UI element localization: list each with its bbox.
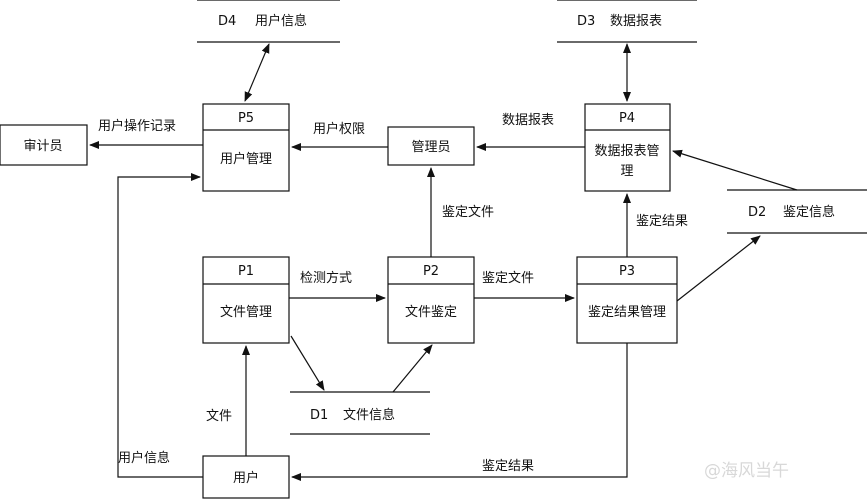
flow-d4-p5 [244, 43, 270, 102]
store-d3: D3 数据报表 [557, 0, 697, 43]
flow-label-identify-file-up: 鉴定文件 [442, 205, 494, 220]
store-d4-id: D4 [218, 14, 236, 29]
entity-admin: 管理员 [387, 126, 475, 166]
process-p4: P4 数据报表管 理 [584, 103, 671, 192]
process-p5: P5 用户管理 [202, 103, 290, 192]
store-d1: D1 文件信息 [290, 391, 430, 435]
store-d2: D2 鉴定信息 [727, 189, 867, 234]
flow-d1-p2 [392, 344, 433, 393]
flow-d2-p4 [672, 149, 798, 191]
process-p1-name: 文件管理 [220, 305, 272, 320]
process-p2-name: 文件鉴定 [405, 305, 457, 320]
process-p3-name: 鉴定结果管理 [588, 305, 666, 320]
store-d2-id: D2 [748, 205, 766, 220]
flow-label-identify-result-bottom: 鉴定结果 [482, 459, 534, 474]
store-d3-name: 数据报表 [610, 14, 662, 29]
flow-label-file: 文件 [206, 409, 232, 424]
flow-label-identify-result-up: 鉴定结果 [636, 214, 688, 229]
process-p3-id: P3 [619, 264, 635, 279]
process-p1: P1 文件管理 [202, 256, 290, 344]
store-d1-name: 文件信息 [343, 407, 395, 423]
process-p2: P2 文件鉴定 [387, 256, 475, 344]
flow-label-operation-log: 用户操作记录 [98, 118, 176, 134]
entity-auditor: 审计员 [0, 124, 88, 166]
watermark-text: @海风当午 [704, 461, 789, 481]
flow-p3-user [291, 343, 628, 481]
process-p4-name-line2: 理 [620, 164, 633, 179]
store-d3-id: D3 [577, 14, 595, 29]
entity-user: 用户 [202, 455, 290, 499]
process-p1-id: P1 [238, 264, 254, 279]
flow-label-user-permission: 用户权限 [313, 121, 365, 137]
entity-auditor-label: 审计员 [23, 139, 62, 154]
flow-label-detect-method: 检测方式 [300, 270, 352, 286]
process-p2-id: P2 [423, 264, 439, 279]
store-d4: D4 用户信息 [197, 0, 340, 43]
process-p3: P3 鉴定结果管理 [576, 256, 678, 344]
process-p5-id: P5 [238, 111, 254, 126]
process-p5-name: 用户管理 [220, 151, 272, 167]
flow-p3-d2 [676, 235, 761, 302]
store-d1-id: D1 [310, 408, 328, 423]
entity-user-label: 用户 [233, 470, 259, 486]
flow-label-user-info: 用户信息 [118, 450, 170, 466]
entity-admin-label: 管理员 [411, 140, 450, 155]
process-p4-id: P4 [619, 111, 635, 126]
flow-p1-d1 [290, 335, 325, 391]
flow-user-p5 [117, 173, 203, 478]
flow-label-data-report: 数据报表 [502, 113, 554, 128]
store-d2-name: 鉴定信息 [783, 204, 835, 220]
store-d4-name: 用户信息 [255, 13, 307, 29]
flow-label-identify-file-right: 鉴定文件 [482, 271, 534, 286]
process-p4-name-line1: 数据报表管 [594, 144, 659, 159]
